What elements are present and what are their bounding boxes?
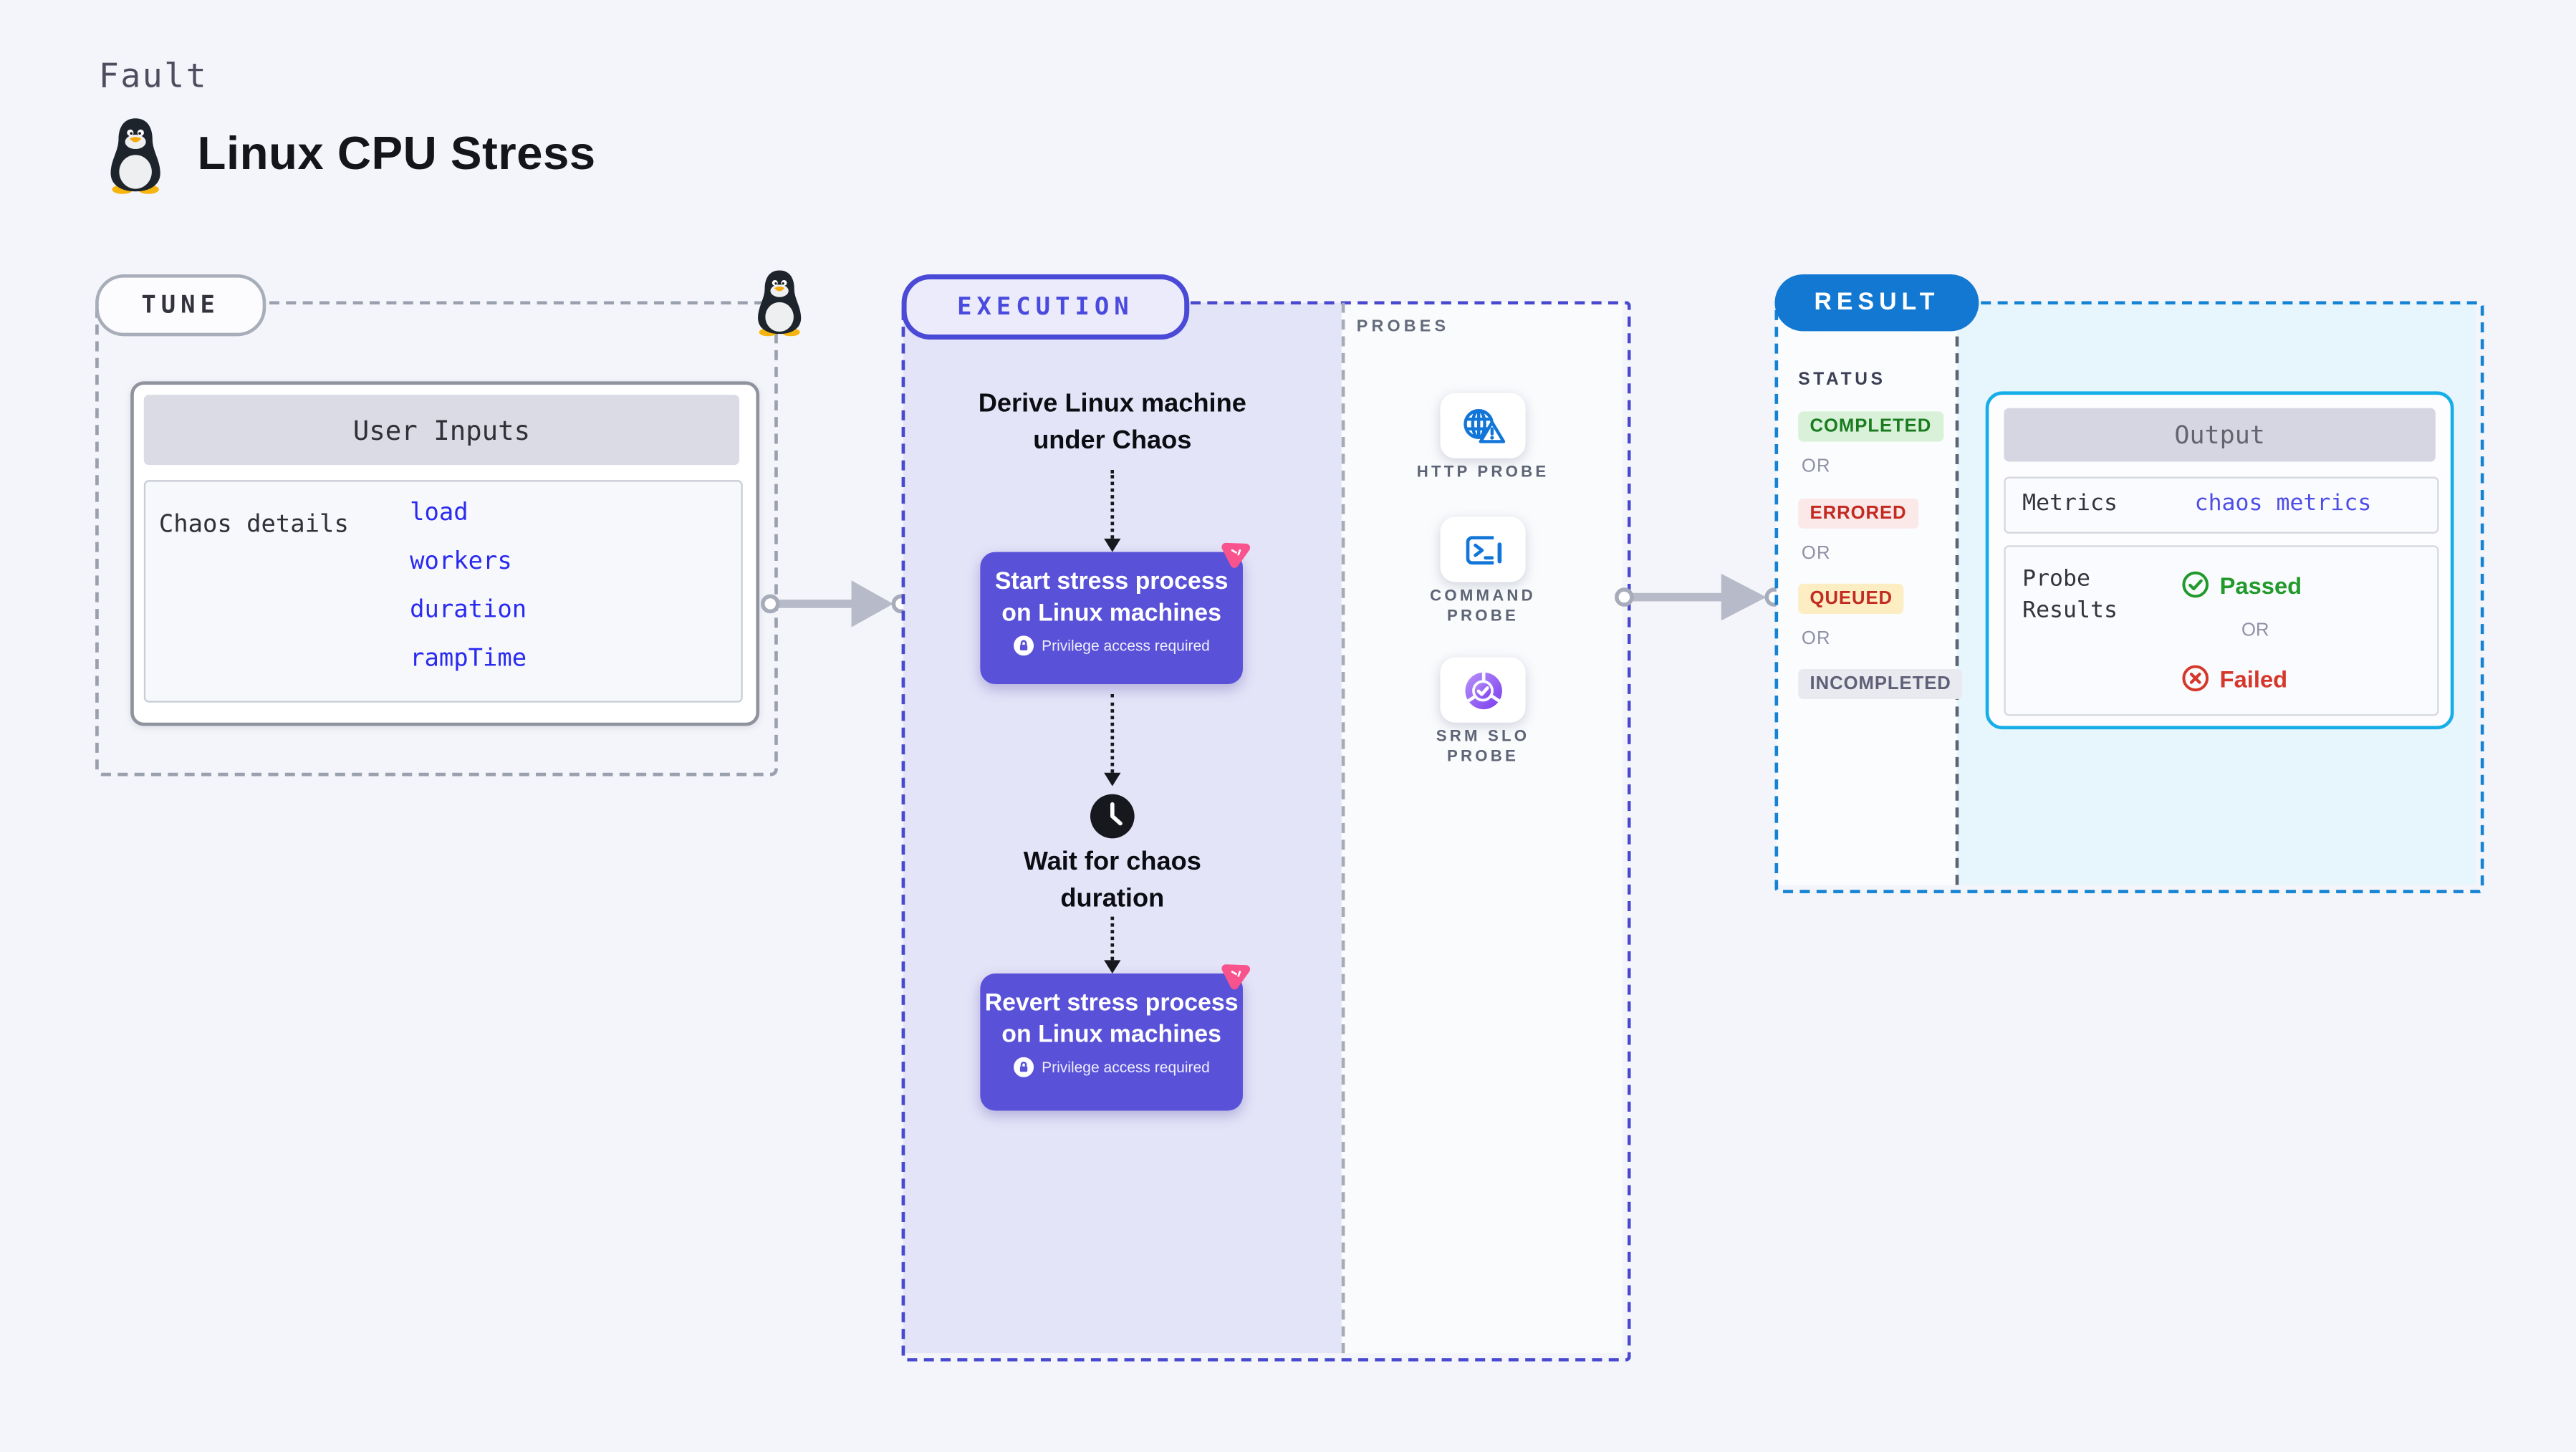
command-probe-card[interactable]: [1440, 516, 1526, 582]
input-link-load[interactable]: load: [410, 500, 468, 527]
output-header: Output: [2004, 408, 2436, 462]
start-stress-title: Start stress process on Linux machines: [994, 568, 1229, 627]
srm-slo-probe-label: SRM SLO PROBE: [1436, 727, 1530, 766]
passed-label: Passed: [2219, 571, 2302, 598]
status-badge-queued: QUEUED: [1798, 583, 1905, 614]
user-inputs-header: User Inputs: [143, 395, 740, 466]
execution-to-result-arrow: [1615, 573, 1784, 621]
probes-heading: PROBES: [1356, 317, 1450, 337]
clock-icon: [1090, 794, 1135, 839]
metrics-label: Metrics: [2022, 490, 2118, 517]
or-label: OR: [1801, 543, 1831, 564]
check-circle-icon: [2182, 571, 2209, 598]
tune-badge: TUNE: [95, 274, 266, 337]
chaos-pinwheel-icon: [1221, 964, 1251, 990]
failed-result: Failed: [2181, 664, 2287, 693]
flow-arrow-head: [1104, 538, 1121, 552]
probe-results-label: Probe Results: [2022, 565, 2118, 624]
flow-arrow-head: [1104, 960, 1121, 974]
status-heading: STATUS: [1798, 370, 1886, 390]
result-badge: RESULT: [1774, 274, 1979, 332]
command-probe-label: COMMAND PROBE: [1430, 587, 1536, 626]
probes-divider: [1341, 302, 1345, 1354]
derive-node-label: Derive Linux machine under Chaos: [978, 390, 1246, 456]
tune-section-box: [95, 301, 778, 777]
http-probe-card[interactable]: [1440, 393, 1526, 458]
start-stress-node[interactable]: Start stress process on Linux machines P…: [980, 552, 1243, 685]
privilege-row: Privilege access required: [980, 1057, 1243, 1077]
chaos-metrics-link[interactable]: chaos metrics: [2194, 490, 2372, 517]
tux-penguin-icon: [758, 270, 802, 337]
wait-node-label: Wait for chaos duration: [1023, 847, 1201, 913]
output-card: Output Metrics chaos metrics Probe Resul…: [1985, 391, 2454, 730]
privilege-note: Privilege access required: [1042, 637, 1210, 655]
chaos-details-label: Chaos details: [158, 511, 349, 539]
failed-label: Failed: [2219, 665, 2288, 692]
probe-results-row: Probe Results Passed OR Failed: [2004, 545, 2439, 716]
revert-stress-title: Revert stress process on Linux machines: [984, 990, 1239, 1048]
terminal-icon: [1465, 535, 1501, 564]
srm-slo-probe-card[interactable]: [1440, 657, 1526, 723]
x-circle-icon: [2182, 665, 2209, 692]
status-output-divider: [1955, 302, 1959, 885]
status-badge-incompleted: INCOMPLETED: [1798, 669, 1964, 700]
execution-badge: EXECUTION: [901, 274, 1190, 340]
lock-icon: [1013, 1057, 1034, 1077]
privilege-row: Privilege access required: [980, 635, 1243, 656]
or-label: OR: [1801, 628, 1831, 650]
flow-arrow-line: [1110, 470, 1115, 539]
input-link-workers[interactable]: workers: [410, 548, 512, 576]
tux-penguin-icon: [110, 118, 160, 194]
status-badge-errored: ERRORED: [1798, 498, 1918, 529]
probes-panel: [1341, 302, 1623, 1354]
flow-arrow-line: [1110, 916, 1115, 961]
page-title: Linux CPU Stress: [197, 127, 596, 179]
metrics-row: Metrics chaos metrics: [2004, 476, 2439, 534]
globe-alert-icon: [1464, 408, 1506, 443]
fault-kind-label: Fault: [98, 55, 208, 96]
lock-icon: [1013, 635, 1034, 656]
chaos-pinwheel-icon: [1221, 542, 1251, 568]
or-label: OR: [1801, 456, 1831, 477]
slo-gauge-icon: [1464, 669, 1501, 708]
status-badge-completed: COMPLETED: [1798, 411, 1943, 442]
user-inputs-body: [143, 480, 743, 703]
result-section-box: [1774, 301, 2484, 893]
revert-stress-node[interactable]: Revert stress process on Linux machines …: [980, 973, 1243, 1111]
privilege-note: Privilege access required: [1042, 1059, 1210, 1076]
input-link-ramptime[interactable]: rampTime: [410, 645, 527, 673]
flow-arrow-head: [1104, 772, 1121, 787]
execution-section-box: [901, 301, 1631, 1362]
passed-result: Passed: [2181, 570, 2302, 599]
or-label: OR: [2241, 620, 2269, 641]
http-probe-label: HTTP PROBE: [1416, 463, 1549, 482]
input-link-duration[interactable]: duration: [410, 597, 527, 624]
flow-arrow-line: [1110, 694, 1115, 773]
